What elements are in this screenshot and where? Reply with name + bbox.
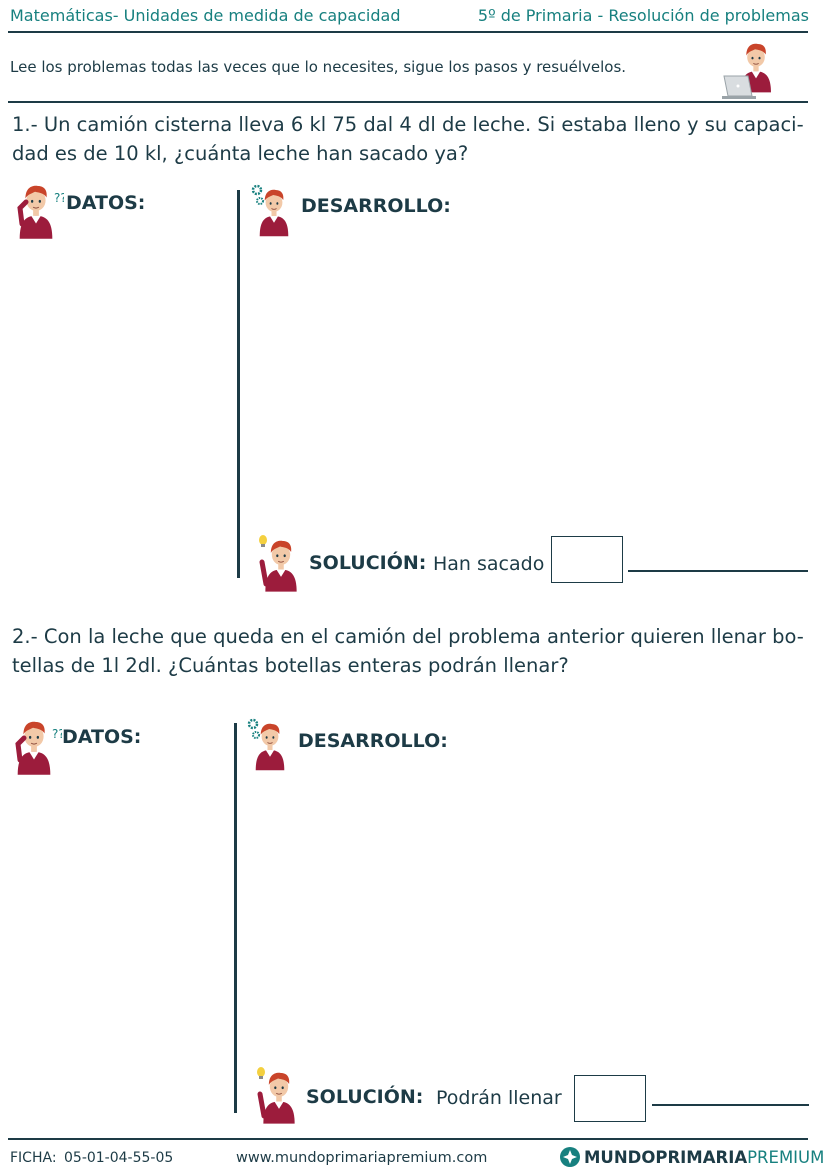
instructions-text: Lee los problemas todas las veces que lo… [10, 58, 627, 76]
problem-1-desarrollo-label: DESARROLLO: [301, 195, 451, 217]
header-subject: Matemáticas- Unidades de medida de capac… [10, 6, 401, 25]
problem-2-answer-line[interactable] [652, 1104, 809, 1106]
lightbulb-boy-icon [252, 1064, 302, 1126]
ficha-label: FICHA: [10, 1150, 57, 1166]
problem-2-statement: 2.- Con la leche que queda en el camión … [12, 622, 812, 680]
problem-2-divider [234, 723, 237, 1113]
thinking-boy-icon: ?? [12, 180, 64, 240]
problem-1-statement: 1.- Un camión cisterna lleva 6 kl 75 dal… [12, 110, 812, 168]
problem-1-divider [237, 190, 240, 578]
problem-1-answer-line[interactable] [628, 570, 808, 572]
problem-2-desarrollo-label: DESARROLLO: [298, 730, 448, 752]
problem-1-line-2: dad es de 10 kl, ¿cuánta leche han sacad… [12, 142, 469, 165]
laptop-boy-icon [722, 36, 778, 100]
problem-1-line-1: 1.- Un camión cisterna lleva 6 kl 75 dal… [12, 113, 804, 136]
brand-primaria: PRIMARIA [655, 1148, 748, 1167]
mundoprimaria-logo-icon [559, 1146, 581, 1168]
brand-name: MUNDOPRIMARIAPREMIUM [584, 1148, 824, 1167]
gears-boy-icon [250, 182, 295, 240]
problem-2-answer-box[interactable] [574, 1075, 646, 1122]
problem-2-solucion-text: Podrán llenar [436, 1087, 562, 1109]
gears-boy-icon [246, 716, 291, 774]
problem-1-solucion-text: Han sacado [433, 553, 545, 575]
intro-divider [8, 101, 808, 103]
problem-2-line-1: 2.- Con la leche que queda en el camión … [12, 625, 804, 648]
brand-premium: PREMIUM [747, 1148, 825, 1167]
thinking-boy-icon: ?? [10, 716, 62, 776]
svg-text:??: ?? [52, 727, 62, 741]
problem-1-solucion-label: SOLUCIÓN: [309, 552, 427, 574]
brand-mundo: MUNDO [584, 1148, 656, 1167]
problem-1-datos-label: DATOS: [66, 192, 146, 214]
problem-2-solucion-label: SOLUCIÓN: [306, 1086, 424, 1108]
footer-divider [8, 1138, 808, 1140]
header-divider [8, 31, 808, 33]
website-link[interactable]: www.mundoprimariapremium.com [236, 1150, 488, 1166]
lightbulb-boy-icon [254, 532, 304, 594]
header-grade: 5º de Primaria - Resolución de problemas [477, 6, 809, 25]
problem-2-datos-label: DATOS: [62, 726, 142, 748]
problem-2-line-2: tellas de 1l 2dl. ¿Cuántas botellas ente… [12, 654, 569, 677]
ficha-code: 05-01-04-55-05 [64, 1150, 174, 1166]
problem-1-answer-box[interactable] [551, 536, 623, 583]
svg-text:??: ?? [54, 191, 64, 205]
